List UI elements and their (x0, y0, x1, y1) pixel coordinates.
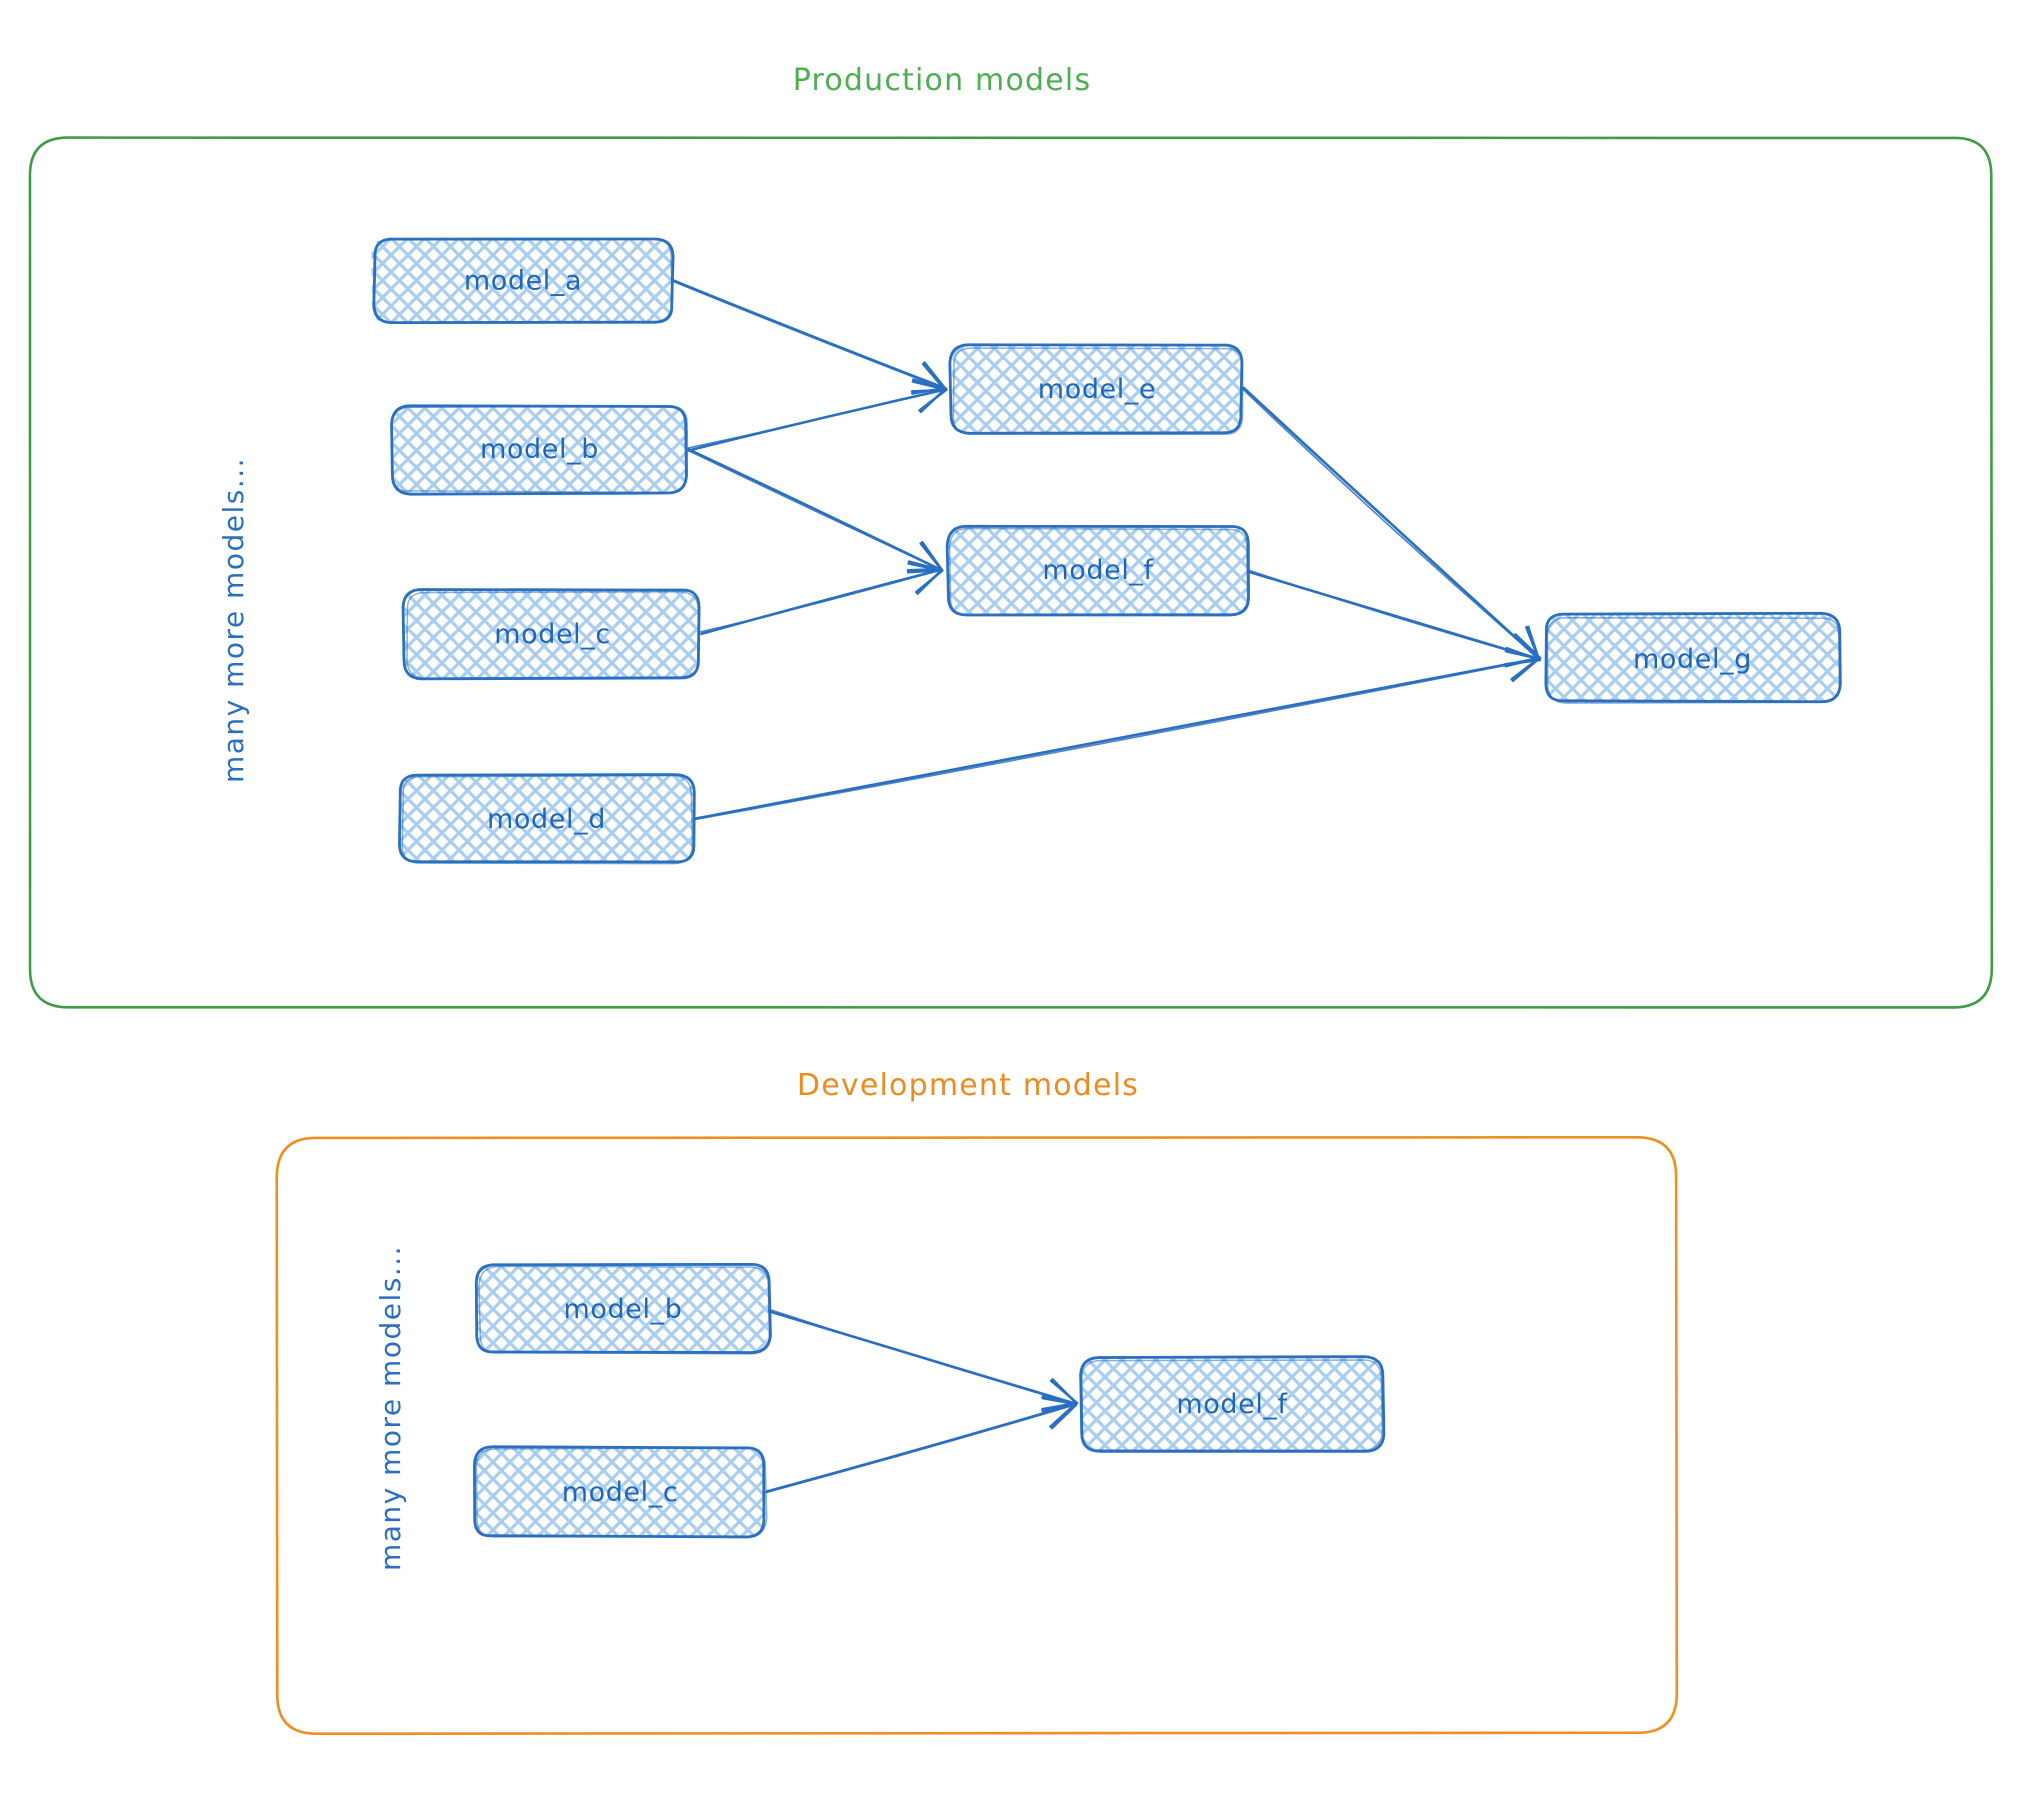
node-fill (947, 524, 1249, 616)
group-container-development (275, 1135, 1679, 1735)
side-label-development: many more models... (374, 1245, 407, 1571)
node-border-echo (1081, 1359, 1383, 1451)
node-fill (1545, 613, 1841, 703)
node-border (945, 524, 1250, 617)
group-title-development: Development models (797, 1068, 1139, 1103)
node-dev_b[interactable]: model_b (474, 1262, 772, 1355)
edge-prod_c-to-prod_f (698, 560, 944, 636)
node-border (948, 343, 1244, 435)
edge-stroke (692, 657, 1541, 821)
edge-prod_b-to-prod_e (686, 378, 948, 452)
edge-stroke (1247, 569, 1541, 661)
node-label: model_f (1042, 555, 1154, 586)
edge-stroke (762, 1403, 1077, 1495)
node-dev_c[interactable]: model_c (473, 1445, 768, 1539)
node-fill (400, 774, 694, 863)
node-label: model_b (480, 434, 599, 465)
edge-stroke (670, 278, 947, 390)
edge-prod_b-to-prod_f (684, 446, 944, 574)
node-dev_f[interactable]: model_f (1079, 1355, 1386, 1453)
edge-stroke (1242, 386, 1541, 661)
edge-stroke (763, 1402, 1077, 1494)
node-prod_e[interactable]: model_e (948, 343, 1244, 436)
node-border-echo (401, 774, 694, 865)
edge-stroke (691, 657, 1541, 821)
edge-prod_e-to-prod_g (1242, 386, 1541, 661)
node-label: model_c (494, 619, 611, 650)
node-prod_g[interactable]: model_g (1544, 611, 1842, 704)
node-label: model_g (1633, 644, 1752, 675)
node-prod_b[interactable]: model_b (390, 404, 689, 496)
group-container-production (28, 136, 1994, 1009)
node-fill (404, 590, 701, 679)
node-prod_d[interactable]: model_d (398, 773, 696, 865)
arrowhead-icon (1041, 1394, 1078, 1430)
node-border-echo (478, 1265, 770, 1355)
node-label: model_c (562, 1477, 679, 1508)
group-title-production: Production models (793, 63, 1092, 98)
node-border-echo (1546, 617, 1841, 704)
node-label: model_b (564, 1294, 683, 1325)
edge-stroke (685, 448, 943, 572)
node-border-echo (475, 1447, 768, 1538)
group-border (275, 1135, 1679, 1735)
edge-prod_a-to-prod_e (670, 278, 948, 395)
node-border (401, 588, 701, 681)
edge-prod_f-to-prod_g (1247, 569, 1542, 668)
node-prod_c[interactable]: model_c (401, 588, 701, 681)
node-fill (477, 1265, 769, 1354)
edge-prod_d-to-prod_g (691, 646, 1541, 821)
node-prod_a[interactable]: model_a (371, 237, 675, 325)
edge-dev_b-to-dev_f (765, 1308, 1079, 1413)
edge-stroke (698, 568, 943, 634)
node-fill (392, 405, 688, 494)
node-label: model_e (1038, 374, 1156, 405)
arrowhead-icon (912, 378, 947, 414)
node-border-echo (406, 591, 700, 679)
node-border-echo (373, 238, 673, 324)
node-fill (371, 237, 674, 324)
side-label-production: many more models... (217, 457, 250, 783)
node-label: model_f (1176, 1389, 1288, 1420)
group-border (28, 136, 1994, 1009)
arrowhead-icon (1505, 646, 1540, 683)
node-border-echo (952, 347, 1244, 436)
edge-stroke (1242, 388, 1540, 660)
edge-stroke (767, 1308, 1077, 1405)
node-label: model_d (487, 804, 606, 835)
edge-dev_c-to-dev_f (762, 1394, 1078, 1495)
node-fill (951, 345, 1243, 434)
node-fill (1082, 1356, 1382, 1451)
arrowhead-icon (907, 560, 943, 595)
node-border-echo (948, 527, 1249, 617)
node-border (474, 1262, 772, 1354)
edge-stroke (670, 280, 948, 391)
node-border (398, 773, 696, 864)
edge-stroke (687, 388, 948, 449)
node-prod_f[interactable]: model_f (945, 524, 1250, 617)
node-border (1079, 1355, 1386, 1453)
node-label: model_a (464, 266, 582, 297)
node-border-echo (390, 405, 689, 494)
node-fill (474, 1447, 766, 1537)
